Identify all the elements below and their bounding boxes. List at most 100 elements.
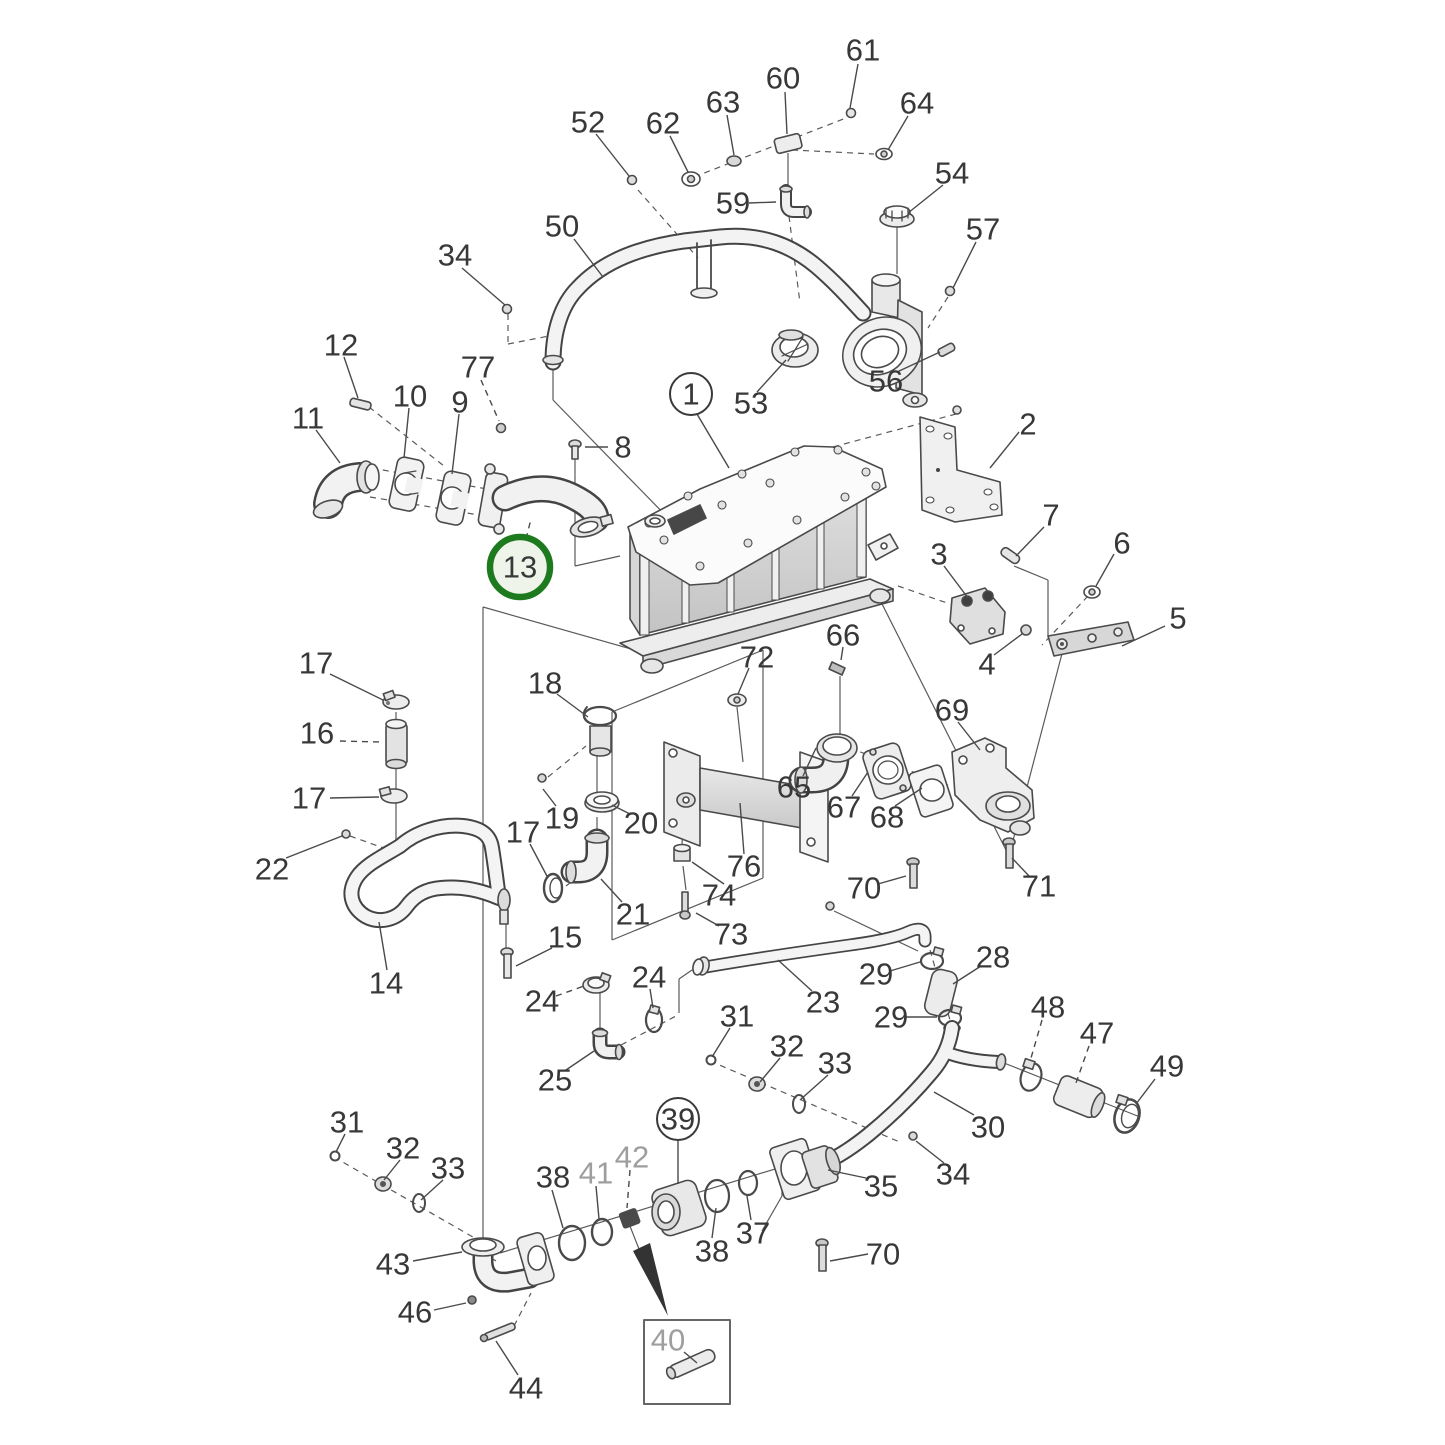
bolt-46 <box>467 1295 477 1305</box>
leader-line <box>736 706 744 763</box>
leader-line <box>927 296 949 329</box>
bolt-15 <box>500 947 514 979</box>
part-number-21: 21 <box>616 897 650 932</box>
o-ring-38b <box>703 1178 731 1214</box>
part-gasket-68 <box>908 764 954 818</box>
leader-line <box>565 1050 595 1071</box>
part-flange-20 <box>584 791 620 813</box>
stud-44 <box>479 1322 516 1343</box>
leader-line <box>933 1091 975 1116</box>
part-number-17: 17 <box>292 781 326 816</box>
leader-lines <box>285 63 1166 1376</box>
part-elbow-65 <box>788 733 858 794</box>
clip-60 <box>773 132 803 155</box>
leader-line <box>378 921 388 971</box>
part-fitting-39 <box>651 1179 707 1237</box>
part-number-31: 31 <box>720 999 754 1034</box>
leader-line <box>461 267 506 306</box>
part-drain-elbow-43 <box>461 1232 555 1293</box>
leader-line <box>1135 1078 1156 1105</box>
bolt-77 <box>495 422 507 434</box>
leader-line <box>777 959 813 992</box>
leader-line <box>849 63 859 109</box>
bolt-31-lower <box>329 1150 341 1162</box>
part-anode-plate-5 <box>1047 621 1135 657</box>
part-number-14: 14 <box>369 966 403 1001</box>
leader-line <box>343 356 359 399</box>
part-number-9: 9 <box>451 385 468 420</box>
highlight-circle-13 <box>486 533 554 601</box>
part-number-33: 33 <box>818 1046 852 1081</box>
leader-line <box>600 878 623 903</box>
leader-line <box>693 117 847 178</box>
part-hose-28 <box>923 968 959 1018</box>
part-number-2: 2 <box>1019 407 1036 442</box>
part-number-66: 66 <box>826 618 860 653</box>
leader-line <box>451 413 460 475</box>
part-thermostat-53 <box>771 329 819 368</box>
bolt-34-top <box>501 303 513 315</box>
part-number-69: 69 <box>935 693 969 728</box>
part-number-12: 12 <box>324 328 358 363</box>
leader-line <box>957 721 981 751</box>
leader-line <box>894 787 923 807</box>
part-fitting-group-59-64 <box>501 107 893 315</box>
leader-line <box>329 673 384 701</box>
leader-line <box>573 238 604 278</box>
leader-line <box>851 771 869 797</box>
fitting-66 <box>828 661 846 676</box>
leader-line <box>746 1195 752 1221</box>
part-number-77: 77 <box>461 350 495 385</box>
part-hose-47 <box>1052 1075 1106 1119</box>
leader-line <box>737 667 750 695</box>
part-number-17: 17 <box>506 815 540 850</box>
callout-circle-1 <box>669 372 713 416</box>
part-number-42: 42 <box>615 1140 649 1175</box>
leader-line <box>513 1292 532 1327</box>
leader-line <box>761 1195 783 1232</box>
bolt-8 <box>568 439 582 460</box>
leader-line <box>574 555 621 567</box>
part-number-29: 29 <box>859 957 893 992</box>
leader-line <box>788 215 801 304</box>
part-number-59: 59 <box>716 186 750 221</box>
part-number-19: 19 <box>545 801 579 836</box>
bolt-34-bottom <box>908 1131 918 1141</box>
detail-arrow <box>633 1243 668 1316</box>
part-number-24: 24 <box>632 960 666 995</box>
leader-line <box>711 1207 717 1239</box>
part-number-32: 32 <box>770 1029 804 1064</box>
part-number-49: 49 <box>1150 1049 1184 1084</box>
leader-line <box>542 788 557 807</box>
leader-line <box>952 241 977 289</box>
part-number-68: 68 <box>870 800 904 835</box>
part-number-57: 57 <box>966 212 1000 247</box>
part-filler-cap-54 <box>879 205 915 228</box>
part-clamp-17b <box>378 786 408 804</box>
part-number-60: 60 <box>766 61 800 96</box>
part-elbow-hose-11 <box>312 460 380 519</box>
leader-line <box>915 1140 945 1164</box>
part-bracket-3 <box>949 587 1006 645</box>
leader-line <box>611 649 764 713</box>
leader-line <box>887 115 909 151</box>
part-number-40: 40 <box>651 1323 685 1358</box>
leader-line <box>726 114 735 156</box>
leader-line <box>412 1251 463 1262</box>
part-clamp-17a <box>382 689 410 710</box>
leader-line <box>759 1057 781 1083</box>
leader-line <box>748 201 777 204</box>
bolt-12 <box>349 397 372 411</box>
leader-line <box>620 1015 677 1046</box>
nut-32-lower <box>374 1176 392 1192</box>
bolt-70b <box>815 1238 829 1272</box>
part-elbow-21 <box>560 828 610 884</box>
part-heat-exchanger-1 <box>619 445 899 674</box>
leader-line <box>515 947 553 967</box>
part-number-16: 16 <box>300 716 334 751</box>
leader-line <box>556 693 589 718</box>
leader-line <box>547 745 587 778</box>
part-number-35: 35 <box>864 1169 898 1204</box>
part-bracket-2 <box>919 405 1003 523</box>
